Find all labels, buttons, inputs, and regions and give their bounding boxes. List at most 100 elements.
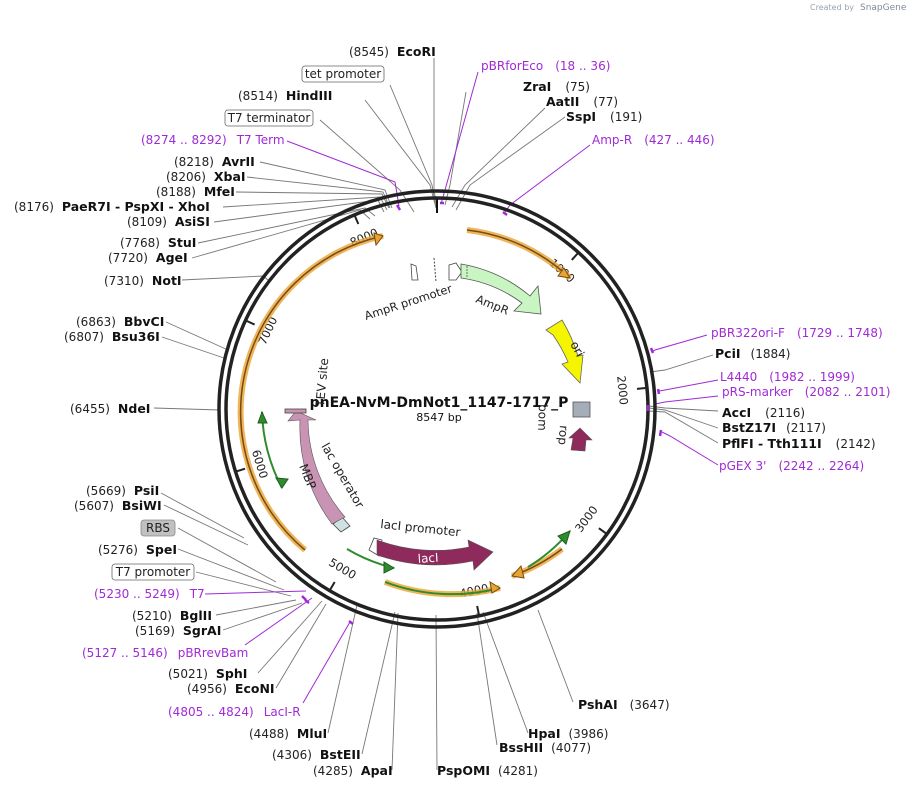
boxed-text-t7-terminator: T7 terminator [227,111,311,125]
orf-arc-4-core [384,581,501,596]
tick-label-2000: 2000 [614,375,631,406]
orf-arrowhead-6 [383,561,396,574]
site-pspomi: PspOMI(4281) [437,763,538,778]
credit-brand: SnapGene [860,3,907,13]
bom-box [572,401,591,418]
ampr-promoter-hatch [433,257,437,283]
primer-amp-r: Amp-R(427 .. 446) [592,133,715,147]
site-sspi: SspI(191) [566,109,642,124]
site-agei: (7720)AgeI [108,250,188,265]
feature-label-laci-promoter: lacI promoter [380,517,461,539]
site-aatii: AatII(77) [546,94,618,109]
site-sphi: (5021)SphI [168,666,247,681]
site-mfei: (8188)MfeI [156,184,235,199]
orf-arrowhead-8 [257,410,268,424]
tick-mark-7000 [245,319,256,326]
feature-label-laci: lacI [417,551,439,566]
laci-arrow [376,539,494,571]
plasmid-name: pnEA-NvM-DmNot1_1147-1717_P [310,395,569,411]
primer-t7-term: (8274 .. 8292)T7 Term [141,133,285,147]
boxed-label-t7-promoter: T7 promoter [111,563,195,581]
orf-arrowhead-4 [489,581,501,594]
primer-pgex3: pGEX 3'(2242 .. 2264) [719,459,864,473]
orf-arrowhead-7 [557,530,571,545]
credit-prefix: Created by [810,3,854,12]
orf-arrowhead-2 [373,232,384,247]
tev-site-box [284,408,307,414]
boxed-label-tet-promoter: tet promoter [301,65,385,83]
boxed-label-t7-terminator: T7 terminator [224,109,314,127]
site-pflfi-tth111i: PflFI - Tth111I(2142) [722,436,876,451]
tick-mark-2000 [636,386,648,390]
orf-arrowhead-5 [275,477,289,489]
plasmid-size: 8547 bp [416,411,461,424]
primer-mark-laci-r [348,620,354,625]
feature-label-rop: rop [555,425,571,446]
site-hindiii: (8514)HindIII [238,88,332,103]
features [284,257,593,571]
ori-arrow [545,319,584,384]
primer-label-list: pBRforEco(18 .. 36) Amp-R(427 .. 446) pB… [82,59,890,719]
primer-pbr322ori-f: pBR322ori-F(1729 .. 1748) [711,326,883,340]
site-pshai: PshAI(3647) [578,697,670,712]
primer-mark-amp-r [502,211,508,216]
feature-label-bom: bom [535,404,550,431]
boxed-text-t7-promoter: T7 promoter [115,565,191,579]
site-ndei: (6455)NdeI [70,401,150,416]
primer-pbrrevbam: (5127 .. 5146)pBRrevBam [82,646,248,660]
restriction-sites: (8545)EcoRI (8514)HindIII (8218)AvrII (8… [14,44,876,778]
site-bbvci: (6863)BbvCI [76,314,164,329]
site-pcii: PciI(1884) [715,346,790,361]
feature-label-ampr-promoter: AmpR promoter [363,281,454,323]
primer-mark-l4440 [656,388,661,395]
site-bsteii: (4306)BstEII [272,747,361,762]
site-xbai: (8206)XbaI [166,169,246,184]
orf-arrowhead-1 [557,267,571,279]
tick-mark-5000 [328,581,336,592]
site-hpai: HpaI(3986) [528,726,608,741]
primer-pbrforeco: pBRforEco(18 .. 36) [481,59,610,73]
site-psii: (5669)PsiI [86,483,159,498]
feature-label-ampr: AmpR [474,292,511,318]
primer-mark-pbr322ori-f [649,347,655,354]
site-bstz17i: BstZ17I(2117) [722,420,826,435]
primer-mark-t7-term [395,204,402,211]
site-apai: (4285)ApaI [313,763,393,778]
orf-arrowheads [257,232,571,594]
ampr-promoter-arrow [410,263,419,281]
orf-arc-2-core [239,235,384,551]
site-noti: (7310)NotI [104,273,182,288]
rop-arrow [568,427,593,452]
feature-label-ori: ori [567,339,587,359]
ampr-arrow [460,263,542,315]
site-paer7i-pspxi-xhoi: (8176)PaeR7I - PspXI - XhoI [14,199,210,214]
site-spei: (5276)SpeI [98,542,177,557]
site-bsu36i: (6807)Bsu36I [64,329,160,344]
primer-mark-pbrrevbam [304,599,310,604]
boxed-text-rbs: RBS [146,521,170,535]
snapgene-credit: Created by SnapGene [810,3,907,13]
site-sgrai: (5169)SgrAI [135,623,221,638]
boxed-label-rbs: RBS [140,519,176,537]
tick-label-5000: 5000 [326,555,358,582]
backbone-outer-strand [217,189,657,629]
site-zrai: ZraI(75) [523,79,590,94]
tick-mark-6000 [235,467,246,473]
site-bsiwi: (5607)BsiWI [74,498,162,513]
primer-mark-t7 [301,595,307,601]
site-econi: (4956)EcoNI [187,681,275,696]
primer-mark-pgex3 [658,429,663,437]
primer-t7: (5230 .. 5249)T7 [94,587,205,601]
primer-prs-marker: pRS-marker(2082 .. 2101) [722,385,890,399]
site-acci: AccI(2116) [722,405,805,420]
site-ecori: (8545)EcoRI [349,44,436,59]
primer-l4440: L4440(1982 .. 1999) [720,370,855,384]
tick-mark-1000 [571,251,580,261]
site-stui: (7768)StuI [120,235,196,250]
ampr-promoter-arrow-2 [448,262,463,281]
tick-mark-3000 [598,527,608,535]
mbp-arrow [287,410,346,525]
site-avrii: (8218)AvrII [174,154,255,169]
feature-label-tev-site: TEV site [313,358,331,409]
site-bsshii: BssHII(4077) [499,740,591,755]
